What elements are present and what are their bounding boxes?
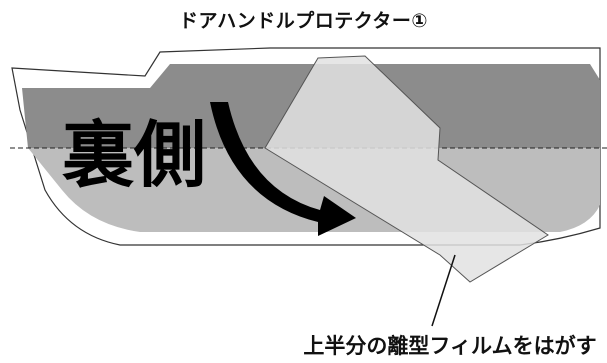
release-film (264, 55, 549, 283)
caption-leader-line (431, 254, 456, 327)
diagram-title: ドアハンドルプロテクター① (178, 10, 429, 32)
instruction-caption: 上半分の離型フィルムをはがす (303, 334, 597, 358)
back-side-label: 裏側 (62, 113, 206, 197)
peel-arrow (210, 102, 356, 236)
